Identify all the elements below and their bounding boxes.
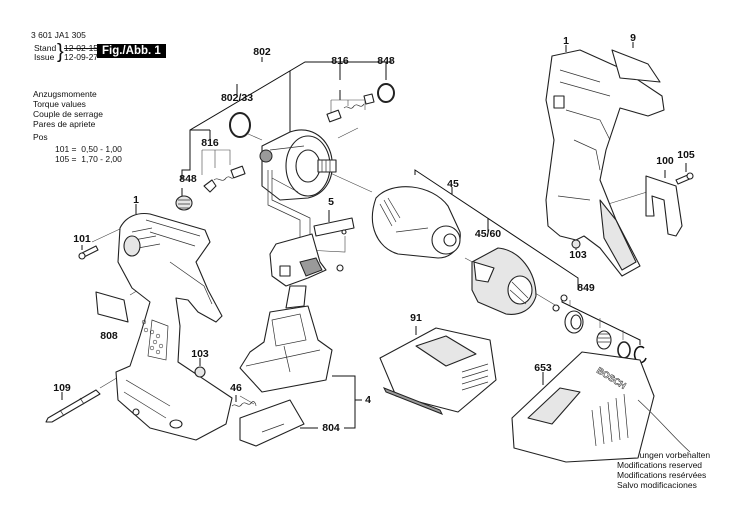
callout-103-left: 103 (191, 348, 209, 360)
notice-line: Modifications resérvées (617, 470, 707, 480)
torque-line: Torque values (33, 99, 86, 109)
housing-right (545, 49, 665, 277)
issue-label: Issue (34, 52, 55, 62)
stand-date: 12-02-15 (64, 43, 99, 53)
callout-653: 653 (534, 362, 552, 374)
callout-808: 808 (100, 330, 118, 342)
plate-804 (239, 399, 305, 447)
pos-label: Pos (33, 132, 48, 142)
callout-91: 91 (410, 312, 422, 324)
callout-5: 5 (328, 196, 334, 208)
notice-line: Salvo modificaciones (617, 480, 697, 490)
torque-pos: 101 (55, 144, 70, 154)
cover-45-60 (471, 247, 537, 315)
brush-set-816-top (326, 93, 375, 123)
callout-4: 4 (365, 394, 371, 406)
callout-100: 100 (656, 155, 674, 167)
battery-91 (379, 327, 497, 415)
callout-802-33: 802/33 (220, 92, 254, 104)
callout-849: 849 (577, 282, 595, 294)
housing-left (115, 212, 233, 441)
callout-105: 105 (677, 149, 695, 161)
parts-849 (552, 294, 647, 364)
callout-45: 45 (447, 178, 459, 190)
callout-46: 46 (230, 382, 242, 394)
callout-816-left: 816 (201, 137, 219, 149)
notice-line: Änderungen vorbehalten (617, 450, 711, 460)
torque-row: 105 = 1,70 - 2,00 (55, 154, 122, 164)
brush-set-816-left (203, 165, 246, 193)
leader-lines (61, 42, 687, 429)
callout-103-right: 103 (569, 249, 587, 261)
brace: } (57, 41, 64, 63)
torque-line: Anzugsmomente (33, 89, 97, 99)
callout-109: 109 (53, 382, 71, 394)
callout-802: 802 (253, 46, 271, 58)
belt-clip-100 (645, 175, 683, 237)
part-number: 3 601 JA1 305 (31, 30, 86, 40)
torque-line: Couple de serrage (33, 109, 103, 119)
callout-1-left: 1 (133, 194, 139, 206)
notice-block: Änderungen vorbehalten Modifications res… (617, 450, 710, 490)
torque-range: 1,70 - 2,00 (81, 154, 122, 164)
cap-848-left (175, 195, 193, 211)
label-card-9 (611, 49, 661, 83)
callout-848-top: 848 (377, 55, 395, 67)
impact-housing-45 (371, 186, 461, 259)
charger-653: BOSCH (511, 351, 691, 463)
ring-848-top (377, 83, 395, 103)
callout-45-60: 45/60 (474, 228, 502, 240)
issue-date: 12-09-27 (64, 52, 99, 62)
torque-block: Anzugsmomente Torque values Couple de se… (33, 89, 122, 164)
o-ring-802-33 (229, 112, 251, 138)
callout-848-left: 848 (179, 173, 197, 185)
notice-line: Modifications reserved (617, 460, 703, 470)
figure-label: Fig./Abb. 1 (97, 44, 166, 58)
torque-line: Pares de apriete (33, 119, 96, 129)
stand-label: Stand (34, 43, 57, 53)
motor-802 (259, 129, 337, 240)
callout-1-right: 1 (563, 35, 569, 47)
torque-pos: 105 (55, 154, 70, 164)
switch (269, 233, 344, 287)
screw-101 (78, 245, 99, 260)
callout-101: 101 (73, 233, 91, 245)
callout-816-top: 816 (331, 55, 349, 67)
nut-103-right (571, 239, 581, 249)
callout-9: 9 (630, 32, 636, 44)
cover-5 (313, 217, 355, 237)
spring-46 (231, 401, 257, 407)
screw-105 (675, 172, 694, 185)
label-card-808 (95, 291, 129, 323)
bit-109 (45, 389, 101, 423)
torque-row: 101 = 0,50 - 1,00 (55, 144, 122, 154)
callout-804: 804 (322, 422, 340, 434)
electronics-module-4 (239, 285, 333, 393)
torque-range: 0,50 - 1,00 (81, 144, 122, 154)
nut-103-left (194, 366, 206, 378)
